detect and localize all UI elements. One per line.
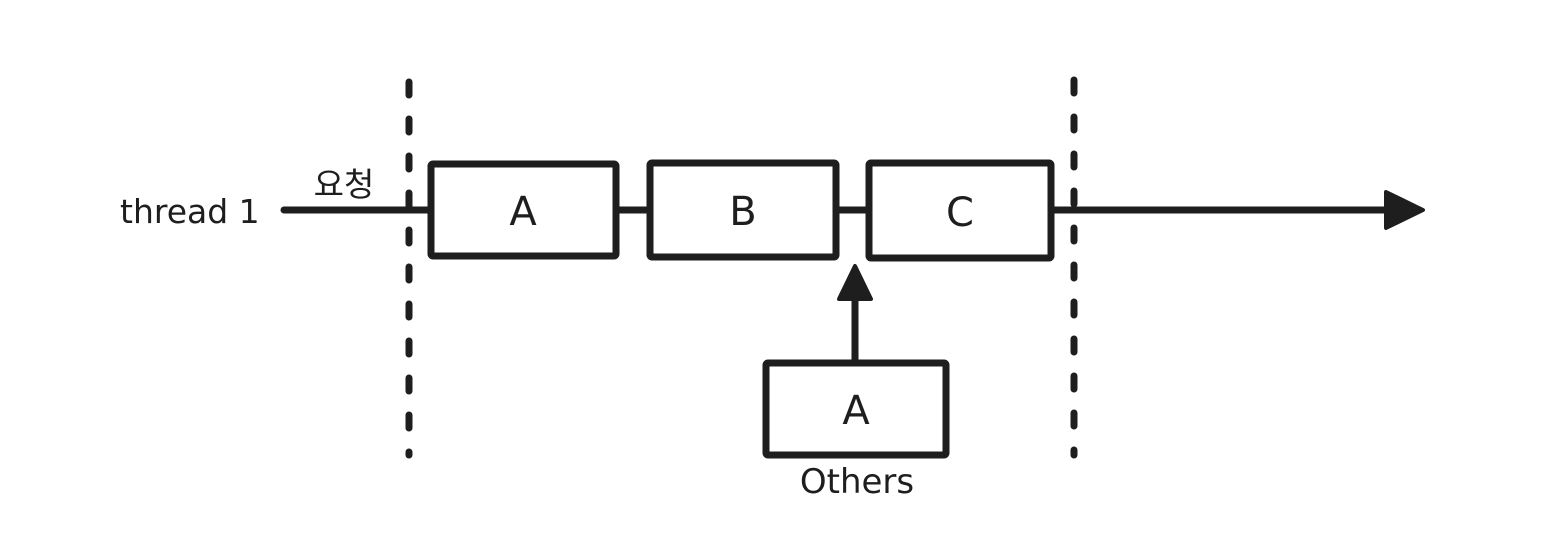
stage-box-a-rect: [427, 160, 620, 260]
request-label: 요청: [314, 165, 375, 204]
stage-box-c: C: [865, 159, 1055, 262]
stage-box-a-label: A: [509, 189, 537, 235]
timeline-arrowhead-icon: [1384, 190, 1425, 230]
stage-box-c-rect: [865, 159, 1055, 262]
thread-label: thread 1: [120, 192, 260, 231]
stage-box-b-label: B: [729, 189, 756, 235]
stage-box-b-rect: [646, 159, 840, 261]
others-caption: Others: [800, 462, 914, 502]
stage-box-b: B: [646, 159, 840, 261]
stage-box-a: A: [427, 160, 620, 260]
others-box: A: [762, 359, 950, 459]
others-arrow: [837, 264, 873, 367]
others-arrowhead-icon: [837, 264, 873, 301]
others-box-rect: [762, 359, 950, 459]
others-box-label: A: [842, 388, 870, 434]
stage-box-c-label: C: [946, 190, 974, 236]
